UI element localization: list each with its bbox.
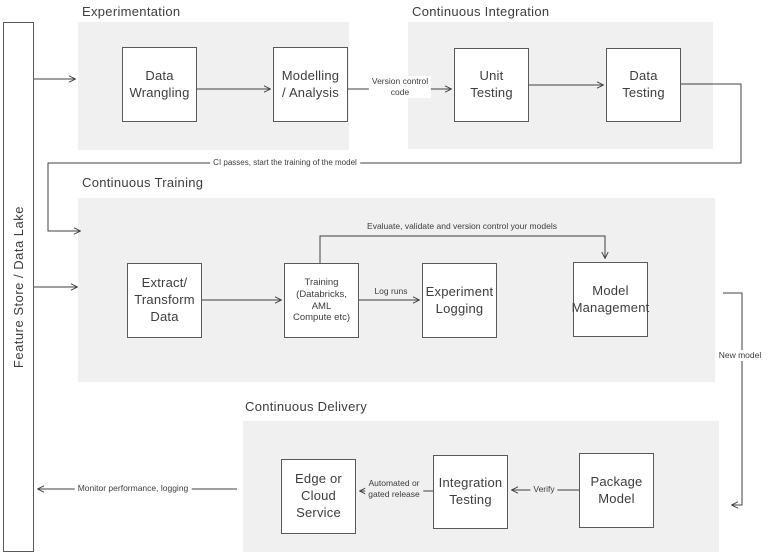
- node-modelling-analysis: Modelling/ Analysis: [273, 47, 348, 122]
- edge-ci-passes-loop: [47, 83, 742, 231]
- continuous-delivery-header: Continuous Delivery: [245, 399, 368, 414]
- node-modelling-analysis-label: Modelling/ Analysis: [281, 67, 340, 100]
- continuous-integration-header: Continuous Integration: [412, 4, 550, 19]
- label-new-model: New model: [715, 350, 765, 362]
- label-ci-passes: CI passes, start the training of the mod…: [210, 158, 360, 169]
- experimentation-header: Experimentation: [82, 4, 181, 19]
- continuous-training-header: Continuous Training: [82, 175, 204, 190]
- edge-new-model: [723, 292, 743, 505]
- label-verify: Verify: [530, 484, 558, 496]
- edge-evaluate-to-modelmanagement: [319, 235, 605, 263]
- label-evaluate-validate: Evaluate, validate and version control y…: [367, 221, 557, 231]
- label-log-runs: Log runs: [374, 286, 408, 296]
- feature-store-label: Feature Store / Data Lake: [11, 205, 26, 369]
- label-monitor-performance: Monitor performance, logging: [74, 483, 192, 495]
- feature-store-box: Feature Store / Data Lake: [3, 22, 34, 552]
